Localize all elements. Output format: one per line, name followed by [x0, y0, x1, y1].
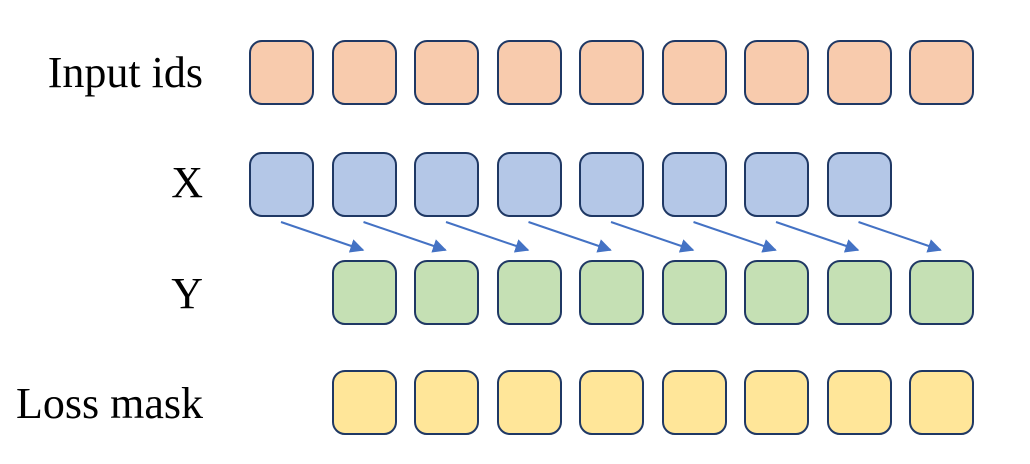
loss-mask-square	[579, 370, 644, 435]
input-ids-square	[331, 40, 397, 105]
y-square	[414, 260, 479, 325]
y-square	[909, 260, 974, 325]
input-ids-square	[579, 40, 644, 105]
input-ids-square	[496, 40, 562, 105]
x-square	[579, 152, 644, 217]
x-square	[826, 152, 892, 217]
y-square	[744, 260, 809, 325]
y-square	[826, 260, 892, 325]
y-square	[331, 260, 397, 325]
x-to-y-arrow	[693, 221, 777, 253]
row-label-input-ids: Input ids	[47, 48, 203, 97]
x-to-y-arrow	[858, 221, 942, 253]
x-to-y-arrow	[610, 221, 695, 253]
x-to-y-arrow	[775, 221, 860, 253]
input-ids-square	[909, 40, 974, 105]
x-to-y-arrow	[363, 221, 447, 253]
loss-mask-square	[744, 370, 809, 435]
loss-mask-square	[414, 370, 479, 435]
input-ids-square	[249, 40, 314, 105]
row-label-x: X	[171, 158, 203, 207]
input-ids-square	[661, 40, 727, 105]
y-square	[496, 260, 562, 325]
x-square	[496, 152, 562, 217]
y-square	[579, 260, 644, 325]
loss-mask-square	[661, 370, 727, 435]
input-ids-square	[826, 40, 892, 105]
loss-mask-square	[496, 370, 562, 435]
loss-mask-square	[331, 370, 397, 435]
x-square	[414, 152, 479, 217]
row-label-loss-mask: Loss mask	[16, 379, 203, 428]
x-square	[249, 152, 314, 217]
x-square	[331, 152, 397, 217]
loss-mask-square	[909, 370, 974, 435]
x-to-y-arrow	[528, 221, 612, 253]
row-label-y: Y	[171, 269, 203, 318]
y-square	[661, 260, 727, 325]
x-square	[661, 152, 727, 217]
x-square	[744, 152, 809, 217]
input-ids-square	[744, 40, 809, 105]
x-to-y-arrow	[445, 221, 530, 253]
input-ids-square	[414, 40, 479, 105]
loss-mask-square	[826, 370, 892, 435]
x-to-y-arrow	[280, 221, 365, 253]
